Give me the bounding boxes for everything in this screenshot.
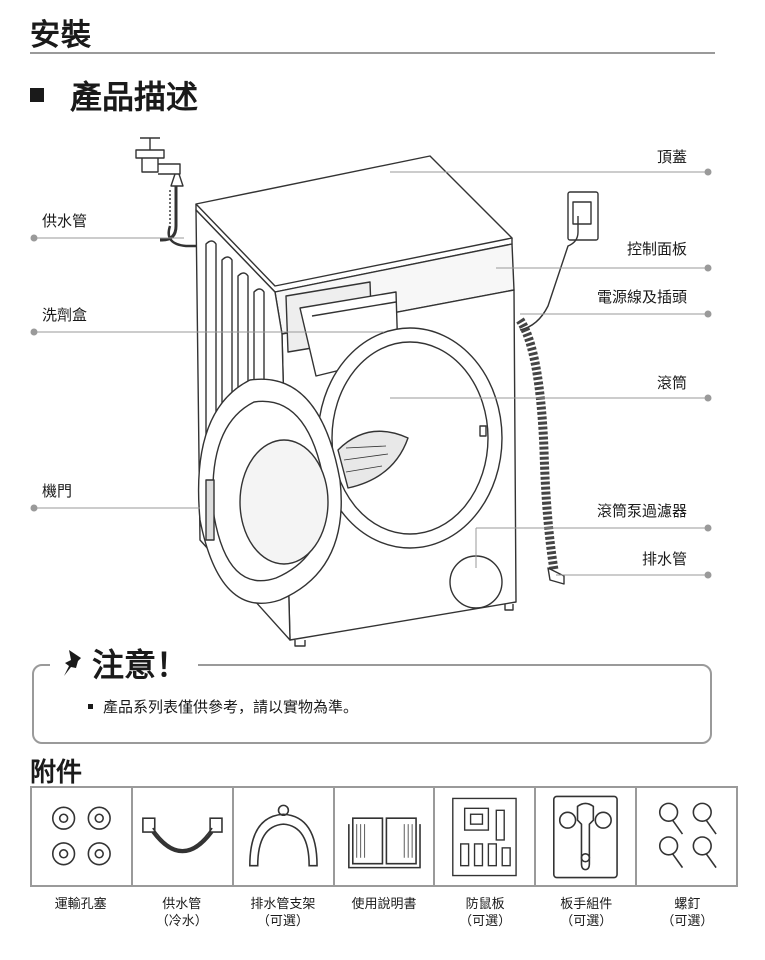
transport-plug-icon bbox=[51, 806, 111, 866]
screws-icon bbox=[659, 802, 717, 869]
accessories-title: 附件 bbox=[30, 758, 83, 788]
wall-socket-icon bbox=[519, 191, 599, 331]
accessory-cell bbox=[435, 788, 537, 885]
accessory-cell bbox=[536, 788, 638, 885]
notice-box bbox=[32, 664, 712, 744]
user-manual-icon bbox=[347, 817, 421, 869]
notice-title: 注意！ bbox=[50, 640, 199, 686]
label-water-inlet: 供水管 bbox=[42, 212, 88, 230]
accessory-label: 使用說明書 bbox=[351, 897, 417, 912]
accessory-label: 運輸孔塞 bbox=[54, 897, 107, 912]
accessory-cell bbox=[133, 788, 234, 885]
square-bullet-icon bbox=[30, 88, 44, 102]
sub-title-text: 產品描述 bbox=[70, 78, 199, 116]
accessory-label: 排水管支架（可選） bbox=[250, 897, 316, 929]
label-drain-hose: 排水管 bbox=[641, 550, 687, 568]
label-door: 機門 bbox=[42, 482, 73, 500]
pushpin-icon bbox=[64, 650, 81, 676]
water-tap-icon bbox=[135, 137, 184, 242]
accessory-cell bbox=[234, 788, 335, 885]
label-top-cover: 頂蓋 bbox=[656, 148, 687, 166]
accessory-label: 供水管（冷水） bbox=[155, 897, 208, 929]
washer-diagram: 頂蓋 供水管 控制面板 電源線及插頭 洗劑盒 滾筒 機門 滾筒泵過濾器 排水管 bbox=[0, 120, 765, 650]
accessory-label: 板手組件（可選） bbox=[560, 897, 613, 929]
accessory-cell bbox=[335, 788, 436, 885]
notice-title-text: 注意！ bbox=[92, 646, 189, 684]
label-drum: 滾筒 bbox=[656, 374, 687, 392]
accessory-label: 螺釘（可選） bbox=[661, 897, 714, 929]
label-control-panel: 控制面板 bbox=[626, 240, 687, 258]
accessory-cell bbox=[637, 788, 736, 885]
section-divider bbox=[30, 52, 715, 54]
inlet-hose-icon bbox=[141, 817, 223, 854]
label-detergent-drawer: 洗劑盒 bbox=[42, 306, 88, 324]
label-pump-filter: 滾筒泵過濾器 bbox=[596, 502, 687, 520]
section-title: 安裝 bbox=[30, 18, 92, 53]
washer-illustration bbox=[30, 137, 712, 647]
rat-guard-plate-icon bbox=[452, 797, 518, 877]
accessories-labels: 運輸孔塞 供水管（冷水） 排水管支架（可選） 使用說明書 防鼠板（可選） 板手組… bbox=[30, 896, 738, 930]
inlet-hose-path bbox=[167, 225, 198, 248]
accessory-label: 防鼠板（可選） bbox=[459, 897, 512, 929]
sub-title: 產品描述 bbox=[30, 72, 198, 118]
accessory-cell bbox=[32, 788, 133, 885]
notice-item-text: 產品系列表僅供參考，請以實物為準。 bbox=[103, 698, 359, 716]
bullet-icon bbox=[88, 704, 93, 709]
label-power-cord: 電源線及插頭 bbox=[596, 288, 687, 306]
wrench-kit-icon bbox=[553, 795, 619, 879]
drain-hose-bracket-icon bbox=[248, 804, 318, 867]
notice-item: 產品系列表僅供參考，請以實物為準。 bbox=[88, 696, 358, 717]
accessories-table bbox=[30, 786, 738, 887]
